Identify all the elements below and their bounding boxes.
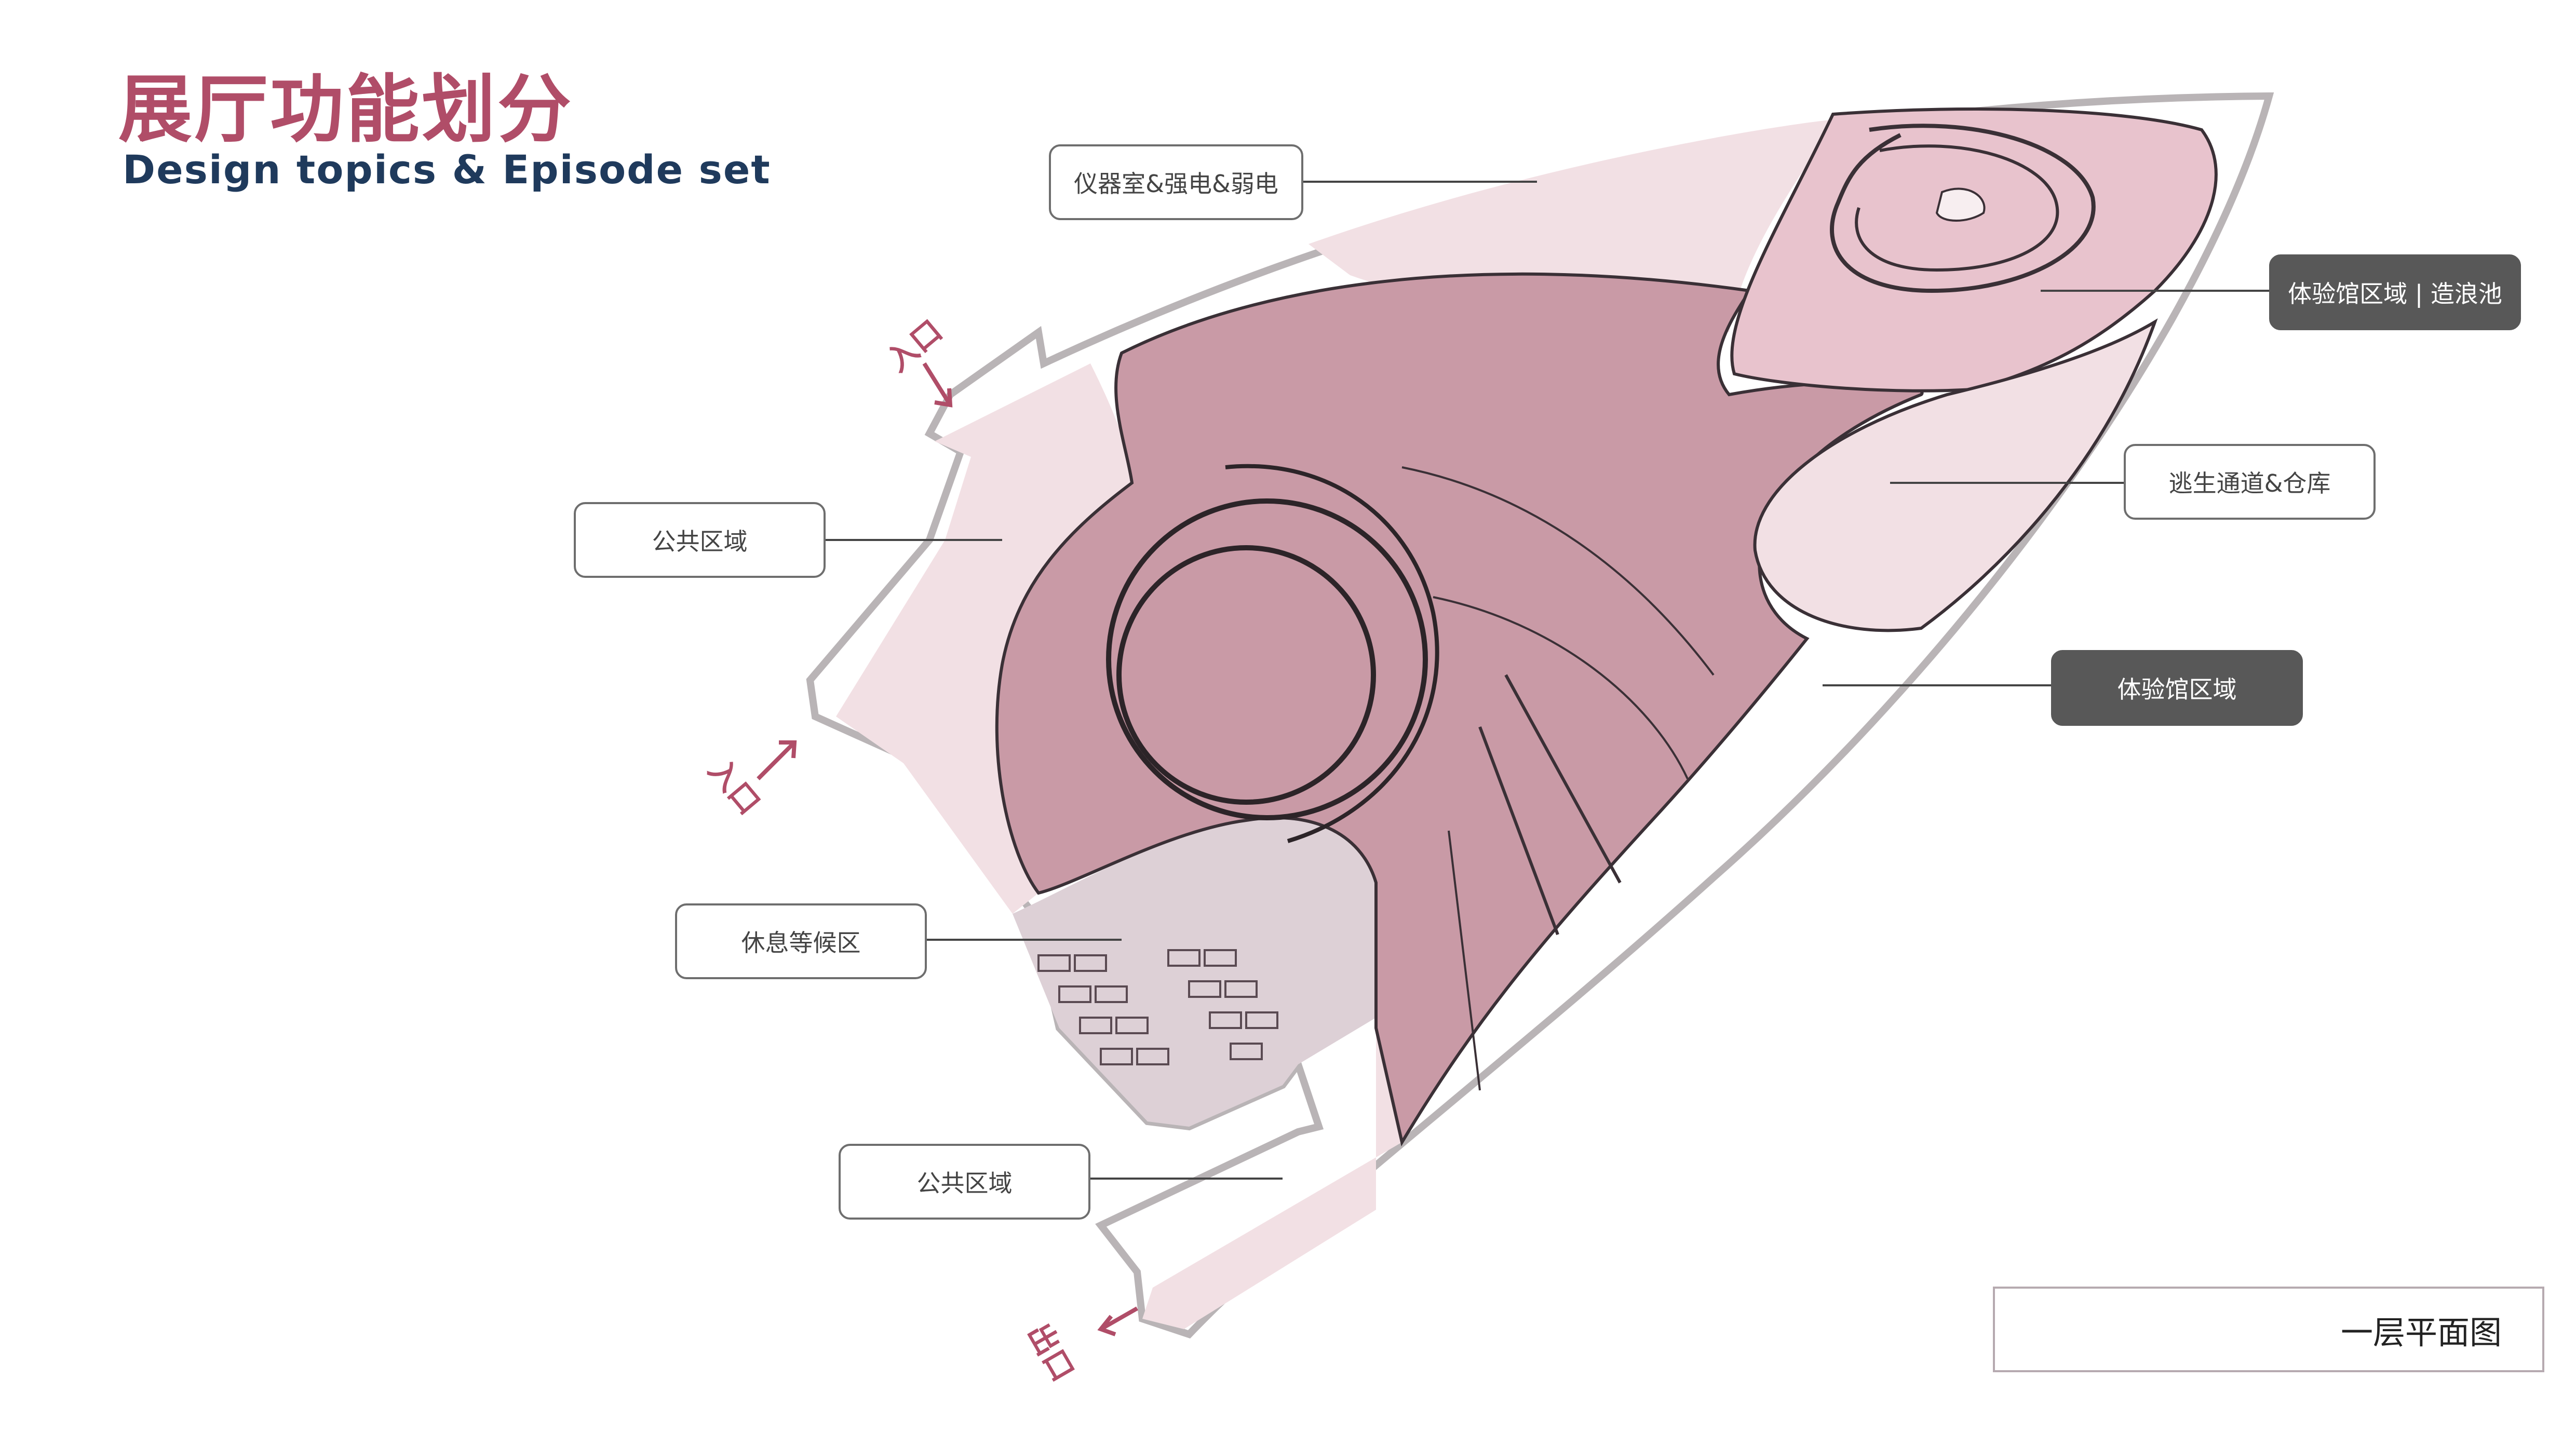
experience-aisle-3: [1504, 674, 1622, 884]
experience-aisle-5: [1448, 830, 1481, 1091]
escape-storage-zone: [1753, 318, 2158, 632]
experience-aisle-2: [1433, 596, 1689, 779]
page-title: 展厅功能划分: [118, 67, 573, 153]
public-area-bottom-zone: [1142, 1028, 1402, 1329]
wave-pool-track: [1830, 124, 2096, 293]
label-instrument-room: 仪器室&强电&弱电: [1049, 144, 1303, 220]
theatre-arc: [1225, 464, 1439, 843]
label-public-area-lower: 公共区域: [839, 1144, 1090, 1220]
sheet-title-box: 一层平面图: [1993, 1287, 2544, 1372]
wave-pool-track-inner: [1855, 144, 2059, 272]
label-experience-zone: 体验馆区域: [2051, 650, 2303, 726]
experience-zone-main: [995, 272, 1924, 1146]
entrance-arrows: [757, 362, 1138, 1336]
experience-aisle-1: [1401, 466, 1715, 676]
label-escape-storage: 逃生通道&仓库: [2124, 444, 2376, 520]
public-area-left-zone: [836, 363, 1132, 914]
label-public-area-upper: 公共区域: [574, 502, 826, 578]
label-leader-lines: [826, 181, 2274, 1180]
page-subtitle: Design topics & Episode set: [123, 146, 771, 193]
label-rest-waiting: 休息等候区: [675, 903, 927, 979]
experience-aisle-4: [1478, 726, 1559, 936]
theatre-inner-ring: [1116, 545, 1376, 805]
wave-pool-island: [1935, 187, 1986, 222]
label-experience-wave-pool: 体验馆区域 | 造浪池: [2269, 254, 2521, 330]
waiting-seats: [1037, 949, 1278, 1065]
wave-pool-zone: [1730, 107, 2218, 393]
